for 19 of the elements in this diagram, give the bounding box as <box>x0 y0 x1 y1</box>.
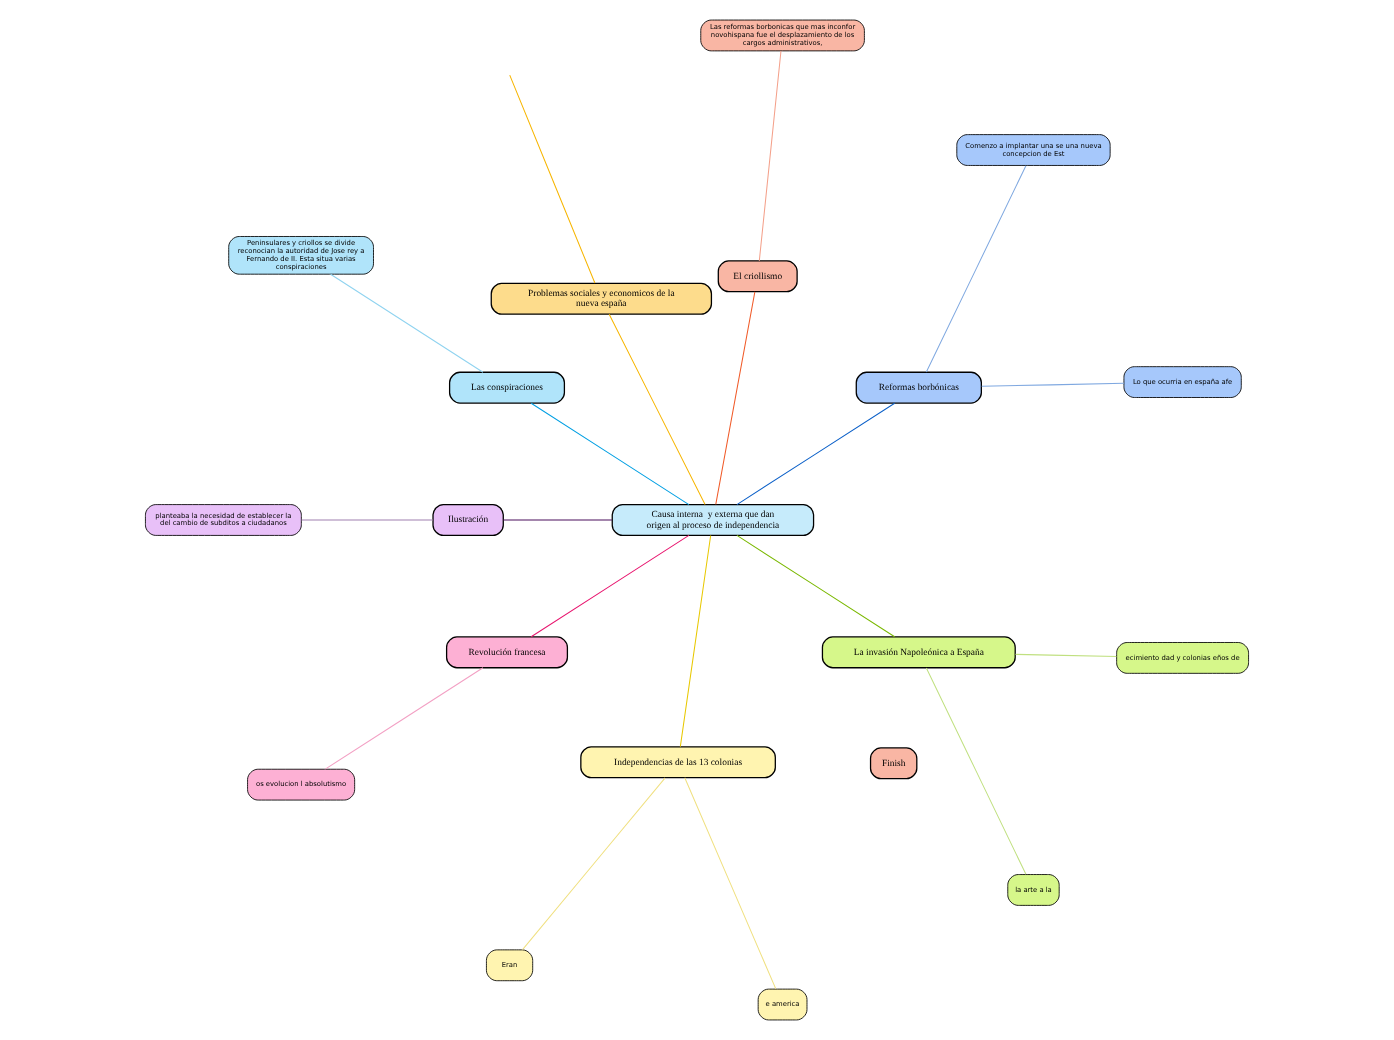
connector <box>324 667 484 770</box>
connector <box>608 313 706 505</box>
connector <box>925 165 1027 373</box>
connector <box>736 402 896 506</box>
connector <box>679 535 712 748</box>
connector <box>758 50 782 262</box>
connector <box>981 382 1125 387</box>
connector <box>530 402 690 506</box>
connector <box>300 519 434 521</box>
connector <box>925 667 1027 875</box>
connector <box>715 291 756 505</box>
connector <box>502 519 613 521</box>
connector <box>736 534 896 638</box>
connector <box>522 777 666 951</box>
connector <box>509 74 596 284</box>
connector <box>684 777 777 990</box>
connector <box>530 534 690 638</box>
connector <box>330 273 484 373</box>
connector <box>1015 653 1117 658</box>
